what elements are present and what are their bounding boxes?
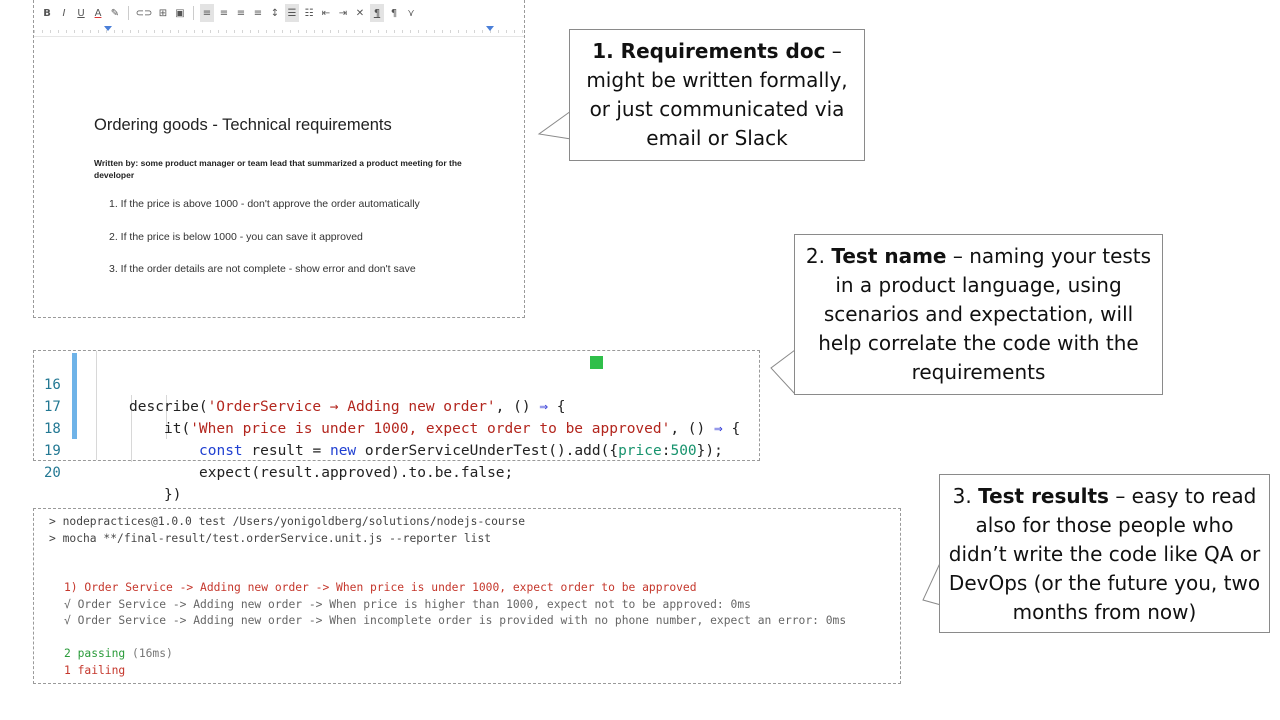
passing-count: 2 passing	[64, 647, 126, 660]
terminal-command-line: > nodepractices@1.0.0 test /Users/yonigo…	[49, 515, 526, 528]
describe-call: describe(	[129, 399, 208, 415]
callout-3-heading: Test results	[978, 484, 1109, 508]
const-keyword: const	[199, 443, 243, 459]
code-punct: :	[661, 443, 671, 459]
comment-icon[interactable]: ⊞	[158, 7, 168, 19]
doc-byline: Written by: some product manager or team…	[94, 158, 462, 180]
code-segment: orderServiceUnderTest().add({	[356, 443, 619, 459]
code-punct: {	[722, 421, 741, 437]
code-line-18[interactable]: 18 const result = new orderServiceUnderT…	[34, 396, 759, 459]
callout-1-text: – might be written formally, or just com…	[586, 39, 848, 150]
callout-3-text: – easy to read also for those people who…	[948, 484, 1261, 624]
passed-test-line: √ Order Service -> Adding new order -> W…	[64, 613, 846, 629]
ltr-icon[interactable]: ¶	[370, 4, 384, 22]
code-text: const result = new orderServiceUnderTest…	[199, 440, 723, 462]
callout-test-results: 3. Test results – easy to read also for …	[939, 474, 1270, 633]
terminal-output-panel: > nodepractices@1.0.0 test /Users/yonigo…	[33, 508, 901, 684]
indent-guide	[96, 351, 97, 460]
align-right-icon[interactable]: ≡	[236, 7, 246, 19]
line-number: 19	[44, 443, 61, 459]
callout-1-heading: 1. Requirements doc	[592, 39, 826, 63]
code-text: })	[164, 487, 182, 503]
callout-test-name: 2. Test name – naming your tests in a pr…	[794, 234, 1163, 395]
line-number: 18	[44, 421, 61, 437]
doc-ruler[interactable]	[34, 26, 524, 37]
doc-title: Ordering goods - Technical requirements	[94, 116, 392, 134]
code-editor-panel: 16 describe('OrderService → Adding new o…	[33, 350, 760, 503]
callout-3-pointer	[922, 560, 942, 606]
code-line-20[interactable]: 20 })	[34, 440, 759, 503]
left-indent-marker-icon[interactable]	[104, 26, 112, 31]
code-line-19[interactable]: 19 expect(result.approved).to.be.false;	[34, 418, 759, 481]
code-punct: , ()	[495, 399, 540, 415]
bold-button[interactable]: B	[43, 7, 51, 19]
input-tools-icon[interactable]: ⋎	[407, 7, 415, 19]
test-name-string: 'When price is under 1000, expect order …	[190, 421, 671, 437]
arrow-token: ⇒	[714, 421, 723, 437]
decrease-indent-icon[interactable]: ⇤	[321, 7, 331, 19]
line-number: 16	[44, 377, 61, 393]
test-result-text: √ Order Service -> Adding new order -> W…	[64, 614, 847, 627]
callout-2-text: – naming your tests in a product languag…	[818, 244, 1152, 384]
callout-3-number: 3.	[952, 484, 979, 508]
modified-lines-gutter	[72, 353, 77, 439]
bulleted-list-icon[interactable]: ☷	[304, 7, 314, 19]
passing-duration: (16ms)	[125, 647, 173, 660]
callout-requirements-doc: 1. Requirements doc – might be written f…	[569, 29, 865, 161]
image-icon[interactable]: ▣	[175, 7, 185, 19]
it-call: it(	[164, 421, 191, 437]
code-segment: result =	[242, 443, 330, 459]
passing-summary: 2 passing (16ms)	[64, 646, 173, 662]
arrow-token: ⇒	[539, 399, 549, 415]
callout-1-pointer	[537, 110, 572, 140]
line-number: 20	[44, 465, 61, 481]
new-keyword: new	[329, 443, 357, 459]
code-text: it('When price is under 1000, expect ord…	[164, 418, 740, 440]
requirement-item-1: 1. If the price is above 1000 - don't ap…	[109, 198, 420, 210]
right-indent-marker-icon[interactable]	[486, 26, 494, 31]
align-left-icon[interactable]: ≡	[200, 4, 214, 22]
align-center-icon[interactable]: ≡	[219, 7, 229, 19]
code-text: expect(result.approved).to.be.false;	[199, 465, 514, 481]
increase-indent-icon[interactable]: ⇥	[338, 7, 348, 19]
indent-guide	[166, 395, 167, 439]
describe-string: 'OrderService → Adding new order'	[207, 399, 496, 415]
clear-formatting-icon[interactable]: ✕	[355, 7, 365, 19]
terminal-command-line: > mocha **/final-result/test.orderServic…	[49, 532, 492, 545]
text-color-button[interactable]: A	[94, 7, 102, 19]
link-icon[interactable]: ⊂⊃	[135, 7, 153, 19]
callout-2-heading: Test name	[831, 244, 947, 268]
callout-2-number: 2.	[805, 244, 832, 268]
line-number: 17	[44, 399, 61, 415]
code-line-16[interactable]: 16 describe('OrderService → Adding new o…	[34, 352, 759, 415]
requirement-item-3: 3. If the order details are not complete…	[109, 263, 416, 275]
price-property: price	[618, 443, 662, 459]
callout-2-pointer	[770, 349, 796, 395]
failed-test-line: 1) Order Service -> Adding new order -> …	[64, 581, 697, 594]
toolbar-divider	[128, 6, 129, 20]
italic-button[interactable]: I	[62, 7, 66, 19]
price-value: 500	[670, 443, 697, 459]
failing-summary: 1 failing	[64, 664, 126, 677]
code-punct: {	[548, 399, 566, 415]
status-square-icon	[590, 356, 603, 369]
rtl-icon[interactable]: ¶	[390, 7, 398, 19]
doc-toolbar: B I U A ✎ ⊂⊃ ⊞ ▣ ≡ ≡ ≡ ≡ ↕ ☰ ☷ ⇤ ⇥ ✕ ¶ ¶…	[34, 0, 524, 26]
code-line-17[interactable]: 17 it('When price is under 1000, expect …	[34, 374, 759, 437]
numbered-list-icon[interactable]: ☰	[285, 4, 299, 22]
requirements-doc-panel: B I U A ✎ ⊂⊃ ⊞ ▣ ≡ ≡ ≡ ≡ ↕ ☰ ☷ ⇤ ⇥ ✕ ¶ ¶…	[33, 0, 525, 318]
highlight-icon[interactable]: ✎	[110, 7, 120, 19]
passed-test-line: √ Order Service -> Adding new order -> W…	[64, 597, 751, 613]
line-spacing-icon[interactable]: ↕	[270, 7, 280, 19]
code-punct: , ()	[670, 421, 714, 437]
align-justify-icon[interactable]: ≡	[253, 7, 263, 19]
test-result-text: √ Order Service -> Adding new order -> W…	[64, 598, 751, 611]
underline-button[interactable]: U	[77, 7, 85, 19]
code-text: describe('OrderService → Adding new orde…	[129, 396, 566, 418]
indent-guide	[131, 395, 132, 462]
code-punct: });	[696, 443, 723, 459]
toolbar-divider	[193, 6, 194, 20]
requirement-item-2: 2. If the price is below 1000 - you can …	[109, 231, 363, 243]
